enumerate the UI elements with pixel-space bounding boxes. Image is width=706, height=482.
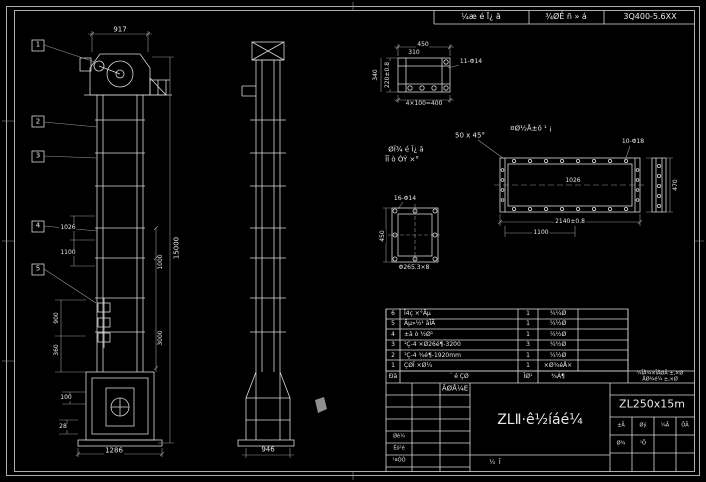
bom-row-2-qty: 1 [525, 352, 531, 359]
plate-detail-dimensions [383, 201, 442, 266]
label-chamfer: 50 x 45° [454, 131, 486, 140]
tb-cell-1: Ø¾ [615, 440, 627, 447]
bom-row-4-name: ±ā ò ½Ø¹ [403, 331, 435, 338]
dim-upper-section: 1000 [157, 253, 164, 271]
dim-trough-470: 470 [672, 178, 679, 192]
label-plate-pipe: Φ265.3×8 [397, 264, 431, 271]
dim-total-height: 15000 [172, 235, 181, 261]
bom-row-1-no: 1 [390, 362, 396, 369]
dim-bracket-220: 220±0.8 [384, 60, 391, 90]
bom-note-line-1: ¼ĪÅ¾×ĪÅØĀ ±,×Ø [635, 370, 685, 377]
tb-weight-label: Øý [638, 422, 648, 429]
drawing-title: ZLⅡ·ê½íáé¼ [496, 412, 584, 428]
bom-row-2-mat: ¼½Ø [548, 352, 568, 359]
tb-sheets-note: ¼ Ī [488, 459, 502, 466]
bom-row-1-qty: 1 [525, 362, 531, 369]
bom-note-line-2: ÅØ¾é¼ ±,×Ø [641, 376, 679, 383]
side-view-dimensions [242, 448, 294, 458]
trough-detail [499, 157, 667, 213]
dim-trough-1026: 1026 [564, 177, 582, 184]
dim-mid-section: 3000 [157, 329, 164, 347]
dim-left-1100: 1100 [59, 249, 77, 256]
bom-row-2-no: 2 [390, 352, 396, 359]
bom-header-name: ´ é ÇØ [448, 373, 470, 380]
bracket-detail-dimensions [380, 44, 467, 103]
bom-row-3-name: ¹Ç-4 ×Ø26é¶-3200 [403, 341, 462, 348]
dim-side-base: 946 [260, 445, 276, 454]
bom-row-2-name: ¹Ç-4 ¾é¶-1920mm [403, 352, 462, 359]
label-bracket-holes: 11-Φ14 [458, 58, 484, 65]
bom-row-5-mat: ¼½Ø [548, 320, 568, 327]
dim-bracket-310: 310 [407, 49, 421, 56]
label-trough-holes: 10-Φ18 [620, 138, 646, 145]
dim-bracket-450: 450 [416, 41, 430, 48]
dim-bracket-spacing: 4×100=400 [404, 100, 444, 107]
dim-left-1026: 1026 [59, 224, 77, 231]
dim-trough-2140: 2140±0.8 [554, 218, 586, 225]
front-view [31, 39, 172, 447]
bom-row-5-name: Āµ»½¹ āĪĀ [403, 320, 437, 327]
front-view-dimensions [43, 31, 174, 457]
model-number: ZL250x15m [618, 397, 686, 411]
balloon-2: 2 [34, 117, 42, 126]
side-view [237, 41, 295, 447]
dim-left-900: 900 [53, 311, 60, 325]
header-approval-cell: ¼æ é Ī¿ ā [460, 12, 502, 21]
bom-row-6-qty: 1 [525, 310, 531, 317]
dim-left-100: 100 [59, 394, 73, 401]
header-standard-cell: ¾ØÊ ñ » á [544, 12, 588, 21]
balloon-5: 5 [34, 264, 42, 273]
dim-head-width: 917 [112, 25, 128, 34]
bom-row-4-mat: ¼½Ø [548, 331, 568, 338]
bom-header-no: Ðā [387, 373, 399, 380]
label-plate-note-1: ØΪ¾ é Ī¿ ā [387, 145, 425, 154]
bracket-detail [397, 57, 451, 93]
bom-row-1-mat: ×Ø¾éÅ× [542, 362, 574, 369]
balloon-1: 1 [34, 40, 42, 49]
bom-row-6-no: 6 [390, 310, 396, 317]
label-trough-title: ¤Ø½Å±ō ¹ ¡ [509, 124, 553, 133]
bom-row-4-qty: 1 [525, 331, 531, 338]
tb-cell-2: ¹Ō [639, 440, 647, 447]
tb-page-label: ŌĀ [680, 422, 690, 429]
tb-check-label: Éó²é [392, 445, 406, 452]
balloon-3: 3 [34, 151, 42, 160]
balloon-4: 4 [34, 221, 42, 230]
bom-row-3-mat: ¼½Ø [548, 341, 568, 348]
bom-row-5-qty: 1 [525, 320, 531, 327]
tb-sheet-label: ¼Ā [659, 422, 671, 429]
dim-plate-450: 450 [379, 229, 386, 243]
section-mark-blob [315, 397, 327, 413]
dim-trough-1100: 1100 [532, 229, 550, 236]
bom-header-mat: ¾Á¶ [550, 373, 566, 380]
dim-left-360: 360 [53, 343, 60, 357]
label-plate-holes: 16-Φ14 [392, 195, 418, 202]
title-block-grid [385, 309, 695, 472]
bom-row-4-no: 4 [390, 331, 396, 338]
dim-left-28: 28 [58, 423, 68, 430]
bom-row-1-name: ÇØĪ ×Ø¼ [403, 362, 434, 369]
drawing-number: 3Q400-5.6XX [622, 12, 678, 21]
bom-row-5-no: 5 [390, 320, 396, 327]
bom-row-3-no: 3 [390, 341, 396, 348]
dim-bracket-340: 340 [372, 68, 379, 82]
bom-row-6-name: Ī4ç ×°Āµ [403, 310, 432, 317]
tb-design-label: Øè¼ [392, 433, 406, 440]
bom-row-6-mat: ¾¼Ø [548, 310, 568, 317]
bom-row-3-qty: 3 [525, 341, 531, 348]
dim-base-width: 1286 [104, 446, 124, 455]
material-field: ĀØÅ¼E [440, 384, 470, 393]
label-plate-note-2: ĪĪ ò ÒÝ ×° [384, 155, 420, 164]
bom-header-qty: ĪØ¹ [522, 373, 534, 380]
tb-scale-label: ±Ā [616, 422, 626, 429]
tb-process-label: ¹¤ÒÕ [391, 457, 407, 464]
